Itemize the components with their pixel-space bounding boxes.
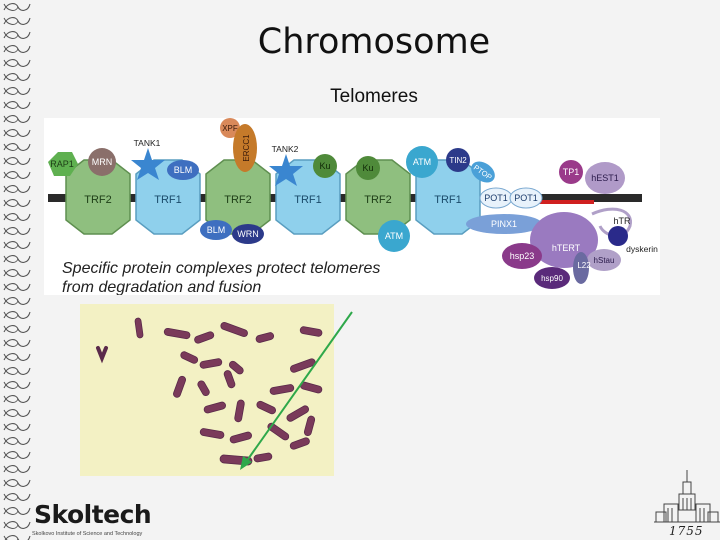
wrn-label: WRN — [237, 229, 259, 239]
l22-shape — [573, 252, 589, 284]
rap1-label: RAP1 — [50, 159, 74, 169]
pot1-label: POT1 — [514, 193, 538, 203]
mrn-label: MRN — [92, 157, 113, 167]
dyskerin-label: dyskerin — [626, 244, 658, 254]
hstau-label: hStau — [594, 256, 615, 265]
skoltech-logo: Skoltech Skolkovo Institute of Science a… — [30, 500, 152, 540]
logo-tagline: Skolkovo Institute of Science and Techno… — [32, 531, 143, 537]
slide-title: Chromosome — [257, 22, 491, 62]
ercc1-label: ERCC1 — [242, 134, 251, 162]
atm-shape — [378, 220, 410, 252]
hsp23-label: hsp23 — [510, 251, 535, 261]
tank2-label: TANK2 — [272, 144, 299, 154]
tank1-star — [131, 148, 165, 180]
hsp23-shape — [502, 243, 542, 269]
diagram-caption-line1: Specific protein complexes protect telom… — [62, 260, 380, 277]
decorative-border — [0, 0, 34, 540]
atm-shape — [406, 146, 438, 178]
mrn-shape — [88, 148, 116, 176]
wrn-shape — [232, 224, 264, 244]
trf1-label: TRF1 — [154, 194, 182, 206]
diagram-caption-line2: from degradation and fusion — [62, 279, 261, 295]
blm-label: BLM — [174, 165, 193, 175]
blm-shape — [167, 160, 199, 180]
tin2-shape — [446, 148, 470, 172]
xpf-shape — [220, 118, 240, 138]
ku-shape — [313, 154, 337, 178]
trf1-label: TRF1 — [294, 194, 322, 206]
htr-label: hTR — [613, 216, 631, 226]
pot1-shape — [509, 187, 543, 209]
university-building-emblem — [654, 470, 720, 523]
trf1-label: TRF1 — [434, 194, 462, 206]
trf2-label: TRF2 — [364, 194, 392, 206]
hsp90-shape — [534, 267, 570, 289]
dna-strand — [48, 194, 642, 202]
telomere-protein-diagram: TRF2 TRF1 TRF2 TRF1 TRF2 TRF1 RAP1 MRN T… — [44, 118, 660, 295]
trf2-label: TRF2 — [224, 194, 252, 206]
emblem-year: 1755 — [669, 524, 704, 538]
tin2-label: TIN2 — [449, 156, 467, 165]
ptop-shape — [471, 161, 495, 183]
hsp90-label: hsp90 — [541, 274, 563, 283]
dyskerin-shape — [608, 226, 628, 246]
tank1-label: TANK1 — [134, 138, 161, 148]
chromosome-micrograph — [80, 304, 334, 476]
pot1-label: POT1 — [484, 193, 508, 203]
tp1-label: TP1 — [563, 167, 580, 177]
l22-label: L22 — [577, 261, 591, 270]
pinx1-shape — [466, 214, 542, 234]
htert-label: hTERT — [552, 243, 581, 253]
trf2-label: TRF2 — [84, 194, 112, 206]
ku-label: Ku — [362, 163, 373, 173]
blm-shape — [200, 220, 232, 240]
htr-shape — [591, 207, 632, 238]
pinx1-label: PINX1 — [491, 219, 517, 229]
atm-label: ATM — [385, 231, 403, 241]
logo-wordmark: Skoltech — [34, 500, 152, 529]
hest1-label: hEST1 — [591, 173, 619, 183]
ku-shape — [356, 156, 380, 180]
hest1-shape — [585, 162, 625, 194]
hstau-shape — [587, 249, 621, 271]
xpf-label: XPF — [222, 124, 238, 133]
tp1-shape — [559, 160, 583, 184]
tank2-star — [269, 154, 303, 186]
ercc1-shape — [233, 124, 257, 172]
blm-label: BLM — [207, 225, 226, 235]
rap1-shape — [48, 152, 78, 176]
atm-label: ATM — [413, 157, 431, 167]
slide-subtitle: Telomeres — [330, 86, 418, 107]
ku-label: Ku — [319, 161, 330, 171]
